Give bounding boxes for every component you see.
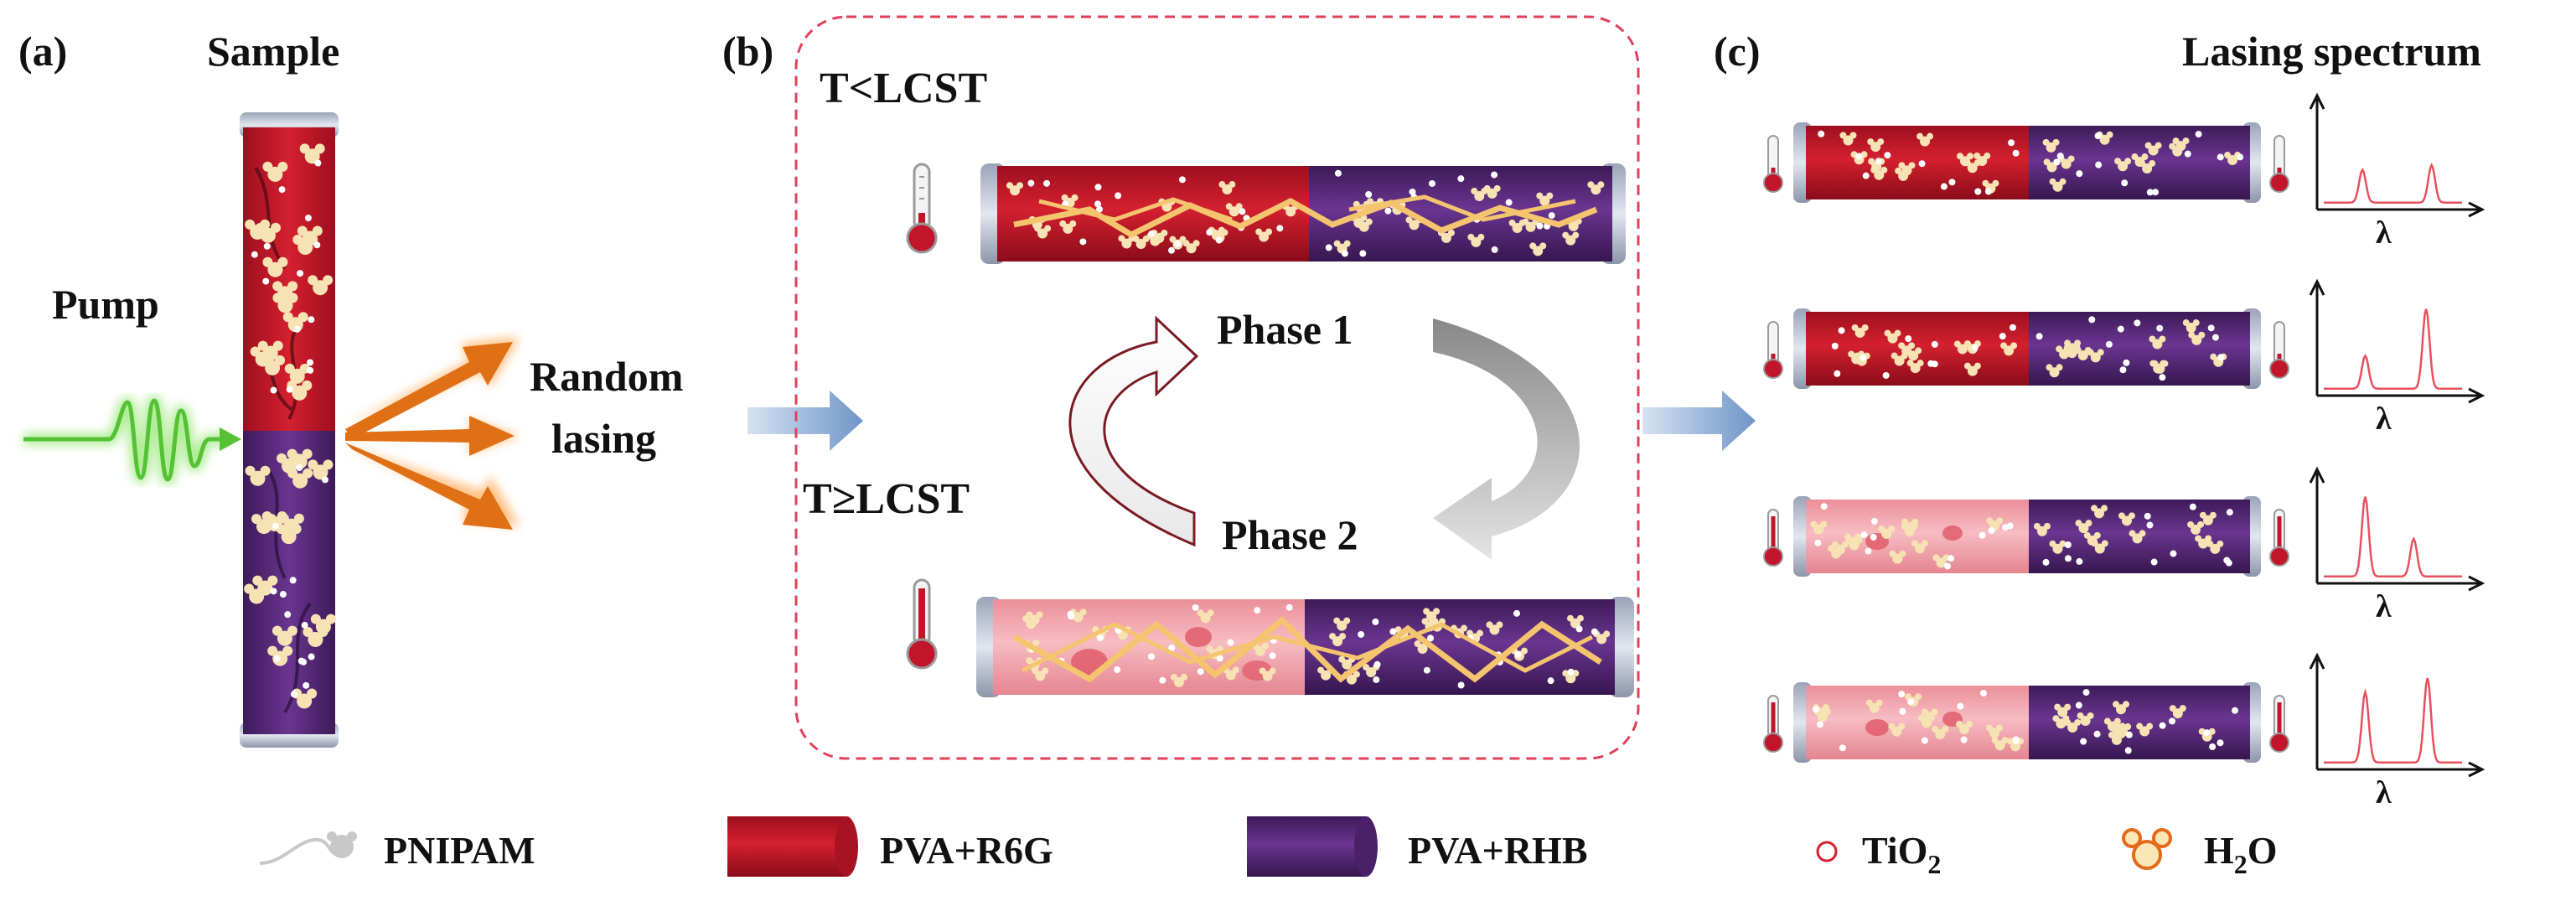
cycle-arrow-to-phase2	[1433, 318, 1580, 560]
spectrum-plot: λ	[2309, 466, 2485, 624]
tube-phase1	[980, 163, 1626, 264]
thermometer-hot-icon	[906, 578, 938, 670]
lasing-spectrum-title: Lasing spectrum	[2182, 28, 2481, 75]
phase1-label: Phase 1	[1217, 306, 1353, 353]
spectrum-plot: λ	[2309, 278, 2485, 437]
panel-a-label: (a)	[18, 28, 67, 75]
legend-pva-r6g: PVA+R6G	[880, 829, 1053, 872]
pump-beam	[23, 394, 241, 486]
transition-arrow-ab	[747, 391, 863, 451]
lambda-axis-label: λ	[2376, 401, 2392, 437]
random-lasing-line2: lasing	[551, 415, 656, 462]
h2o-particles	[244, 143, 336, 709]
panel-b-label: (b)	[722, 28, 773, 75]
t-below-lcst: T<LCST	[820, 65, 987, 112]
pva-rhb-swatch	[1247, 816, 1378, 877]
spectrum-row: λ	[1763, 92, 2485, 251]
t-above-lcst: T≥LCST	[803, 475, 970, 523]
sample-tube	[240, 112, 339, 748]
lambda-axis-label: λ	[2376, 215, 2392, 251]
thermometer-icon	[2269, 321, 2289, 379]
tube-phase2	[976, 597, 1634, 697]
lambda-axis-label: λ	[2376, 775, 2392, 810]
spectrum-row: λ	[1763, 278, 2485, 437]
panel-b: (b) T<LCST T≥LCST	[722, 15, 1640, 760]
thermometer-icon	[1763, 135, 1783, 193]
thermometer-cold-icon	[906, 163, 938, 254]
legend: PNIPAM PVA+R6G PVA+RHB TiO2 H2O	[259, 816, 2278, 879]
legend-h2o: H2O	[2204, 829, 2278, 879]
h2o-icon	[2122, 828, 2172, 870]
thermometer-icon	[1763, 509, 1783, 567]
legend-pnipam: PNIPAM	[384, 829, 535, 872]
spectrum-plot: λ	[2309, 652, 2485, 810]
phase2-label: Phase 2	[1222, 511, 1358, 558]
thermometer-icon	[2269, 135, 2289, 193]
tio2-icon	[1816, 841, 1838, 862]
thermometer-icon	[2269, 509, 2289, 567]
spectrum-row: λ	[1763, 652, 2485, 810]
spectrum-row: λ	[1763, 466, 2485, 624]
sample-label: Sample	[207, 28, 339, 75]
pump-label: Pump	[52, 281, 159, 328]
pva-r6g-swatch	[727, 816, 858, 877]
thermometer-icon	[2269, 695, 2289, 753]
panel-c-label: (c)	[1714, 28, 1761, 75]
thermometer-icon	[1763, 321, 1783, 379]
random-lasing-arrows	[344, 337, 520, 530]
cycle-arrow-to-phase1	[1068, 315, 1199, 547]
legend-pva-rhb: PVA+RHB	[1408, 829, 1588, 872]
pnipam-icon	[259, 831, 357, 865]
phase-dashed-box	[794, 15, 1640, 760]
legend-tio2: TiO2	[1862, 829, 1941, 879]
transition-arrow-bc	[1642, 391, 1756, 451]
random-lasing-line1: Random	[530, 353, 683, 400]
panel-c: (c) Lasing spectrum λ λ λ λ	[1714, 28, 2485, 810]
spectrum-plot: λ	[2309, 92, 2485, 251]
thermometer-icon	[1763, 695, 1783, 753]
panel-a: (a) Sample Pump	[18, 28, 683, 748]
lambda-axis-label: λ	[2376, 589, 2392, 624]
